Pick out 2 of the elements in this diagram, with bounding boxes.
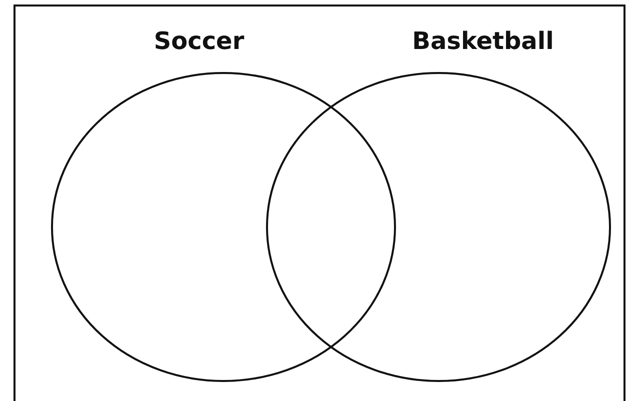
set-label: Basketball xyxy=(412,27,554,55)
set-label: Soccer xyxy=(154,27,244,55)
